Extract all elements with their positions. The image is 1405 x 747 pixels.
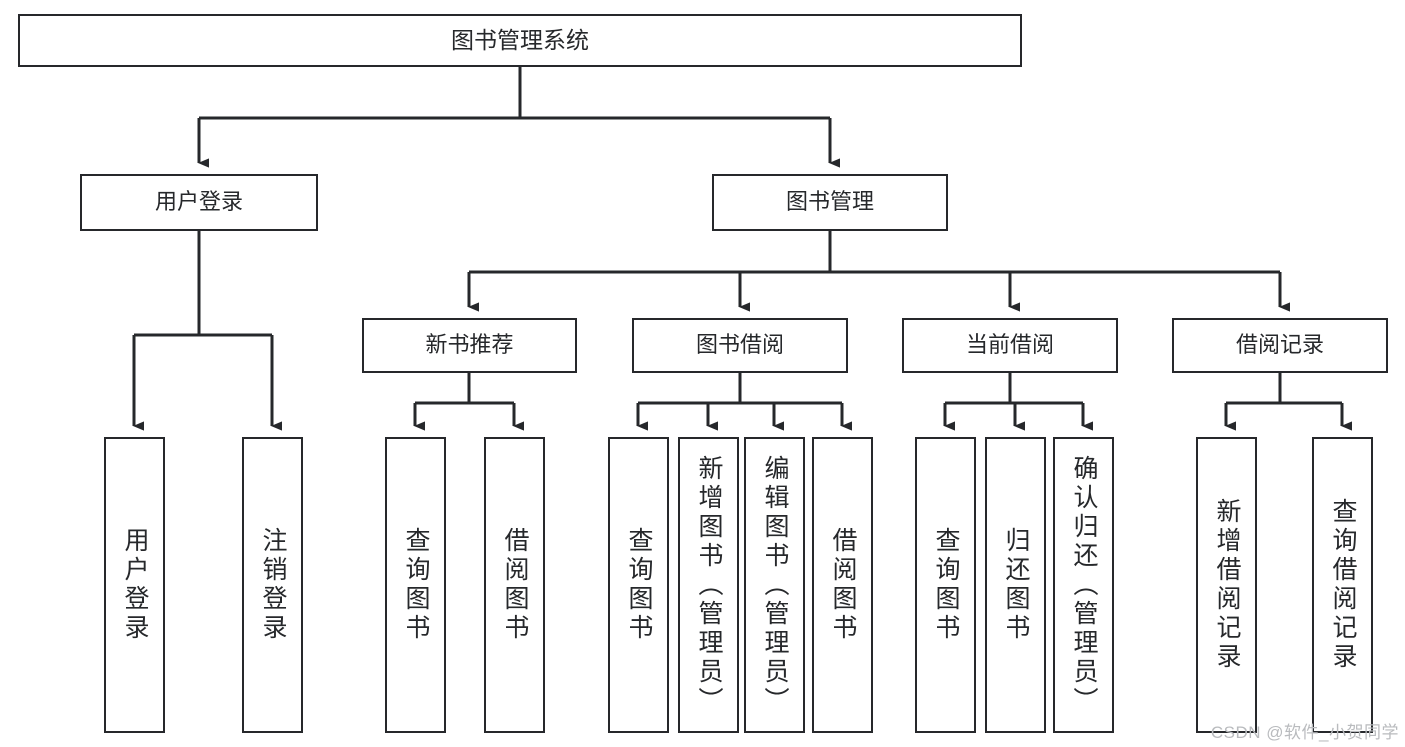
node-label: 借阅图书: [501, 527, 529, 643]
node-root-system[interactable]: 图书管理系统: [18, 14, 1022, 67]
leaf-user-login-logout[interactable]: 注销登录: [242, 437, 303, 733]
node-label: 借阅记录: [1235, 332, 1324, 358]
leaf-borrow-record-add[interactable]: 新增借阅记录: [1196, 437, 1257, 733]
node-book-management[interactable]: 图书管理: [712, 174, 948, 231]
node-current-borrow[interactable]: 当前借阅: [902, 318, 1118, 373]
node-label: 查询图书: [402, 527, 430, 643]
node-book-borrow[interactable]: 图书借阅: [632, 318, 848, 373]
leaf-new-book-query[interactable]: 查询图书: [385, 437, 446, 733]
node-label: 查询借阅记录: [1329, 498, 1357, 672]
node-label: 归还图书: [1002, 527, 1030, 643]
node-label: 新增借阅记录: [1213, 498, 1241, 672]
leaf-borrow-record-query[interactable]: 查询借阅记录: [1312, 437, 1373, 733]
node-label: 图书管理系统: [451, 26, 589, 53]
node-label: 当前借阅: [965, 332, 1054, 358]
node-label: 用户登录: [154, 189, 243, 215]
node-label: 新书推荐: [425, 332, 514, 358]
leaf-current-borrow-return[interactable]: 归还图书: [985, 437, 1046, 733]
node-label: 确认归还（管理员）: [1070, 454, 1098, 716]
leaf-book-borrow-add[interactable]: 新增图书（管理员）: [678, 437, 739, 733]
watermark-text: CSDN @软件_小贺同学: [1210, 723, 1399, 742]
node-borrow-record[interactable]: 借阅记录: [1172, 318, 1388, 373]
leaf-current-borrow-confirm-return[interactable]: 确认归还（管理员）: [1053, 437, 1114, 733]
node-label: 注销登录: [259, 527, 287, 643]
node-label: 查询图书: [625, 527, 653, 643]
node-label: 新增图书（管理员）: [695, 454, 723, 716]
node-label: 图书借阅: [695, 332, 784, 358]
node-label: 查询图书: [932, 527, 960, 643]
leaf-book-borrow-edit[interactable]: 编辑图书（管理员）: [744, 437, 805, 733]
leaf-current-borrow-query[interactable]: 查询图书: [915, 437, 976, 733]
node-new-book-recommend[interactable]: 新书推荐: [362, 318, 577, 373]
node-label: 用户登录: [121, 527, 149, 643]
node-label: 借阅图书: [829, 527, 857, 643]
leaf-new-book-borrow[interactable]: 借阅图书: [484, 437, 545, 733]
node-label: 图书管理: [785, 189, 874, 215]
node-label: 编辑图书（管理员）: [761, 454, 789, 716]
leaf-book-borrow-borrow[interactable]: 借阅图书: [812, 437, 873, 733]
leaf-user-login-login[interactable]: 用户登录: [104, 437, 165, 733]
leaf-book-borrow-query[interactable]: 查询图书: [608, 437, 669, 733]
node-user-login[interactable]: 用户登录: [80, 174, 318, 231]
